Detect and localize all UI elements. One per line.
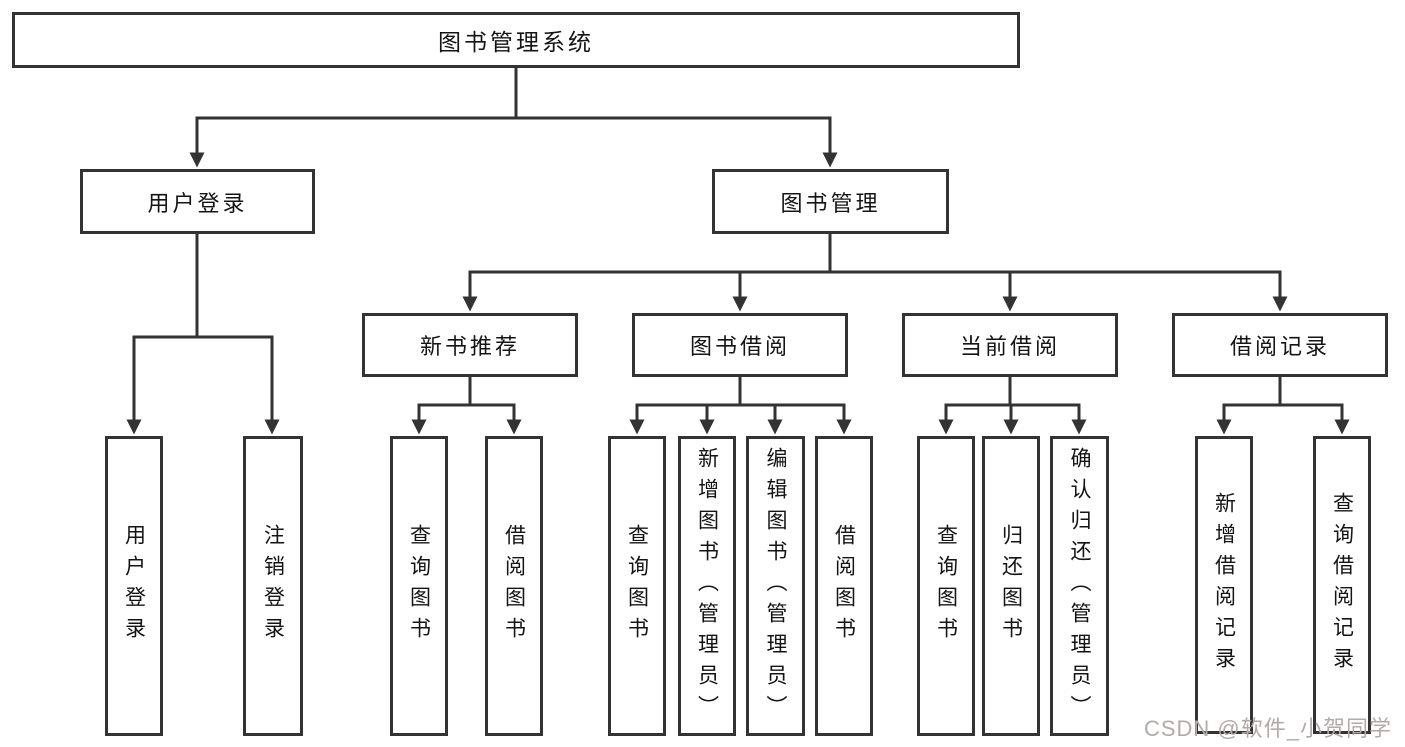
leaf-query-books-3-label: 查询图书 (934, 524, 958, 648)
node-current-borrow: 当前借阅 (902, 313, 1118, 377)
node-new-books: 新书推荐 (362, 313, 578, 377)
connector-borrow-records (1222, 375, 1344, 407)
leaf-logout: 注销登录 (243, 436, 303, 736)
leaf-query-books-1: 查询图书 (390, 436, 448, 736)
leaf-add-books-admin: 新增图书（管理员） (678, 436, 736, 736)
node-borrow-records-label: 借阅记录 (1229, 334, 1330, 359)
leaf-edit-books-admin-label: 编辑图书（管理员） (764, 446, 787, 726)
leaf-query-books-3: 查询图书 (917, 436, 975, 736)
leaf-return-books-label: 归还图书 (999, 524, 1023, 648)
leaf-query-borrow-record-label: 查询借阅记录 (1330, 492, 1354, 678)
connector-current-borrow (944, 375, 1081, 407)
leaf-add-books-admin-label: 新增图书（管理员） (695, 446, 719, 726)
node-root: 图书管理系统 (12, 12, 1020, 68)
node-current-borrow-label: 当前借阅 (959, 334, 1060, 359)
node-book-borrow: 图书借阅 (632, 313, 848, 377)
connector-user-login (132, 232, 274, 339)
node-book-management: 图书管理 (712, 169, 949, 234)
leaf-user-login-label: 用户登录 (122, 524, 146, 648)
leaf-add-borrow-record: 新增借阅记录 (1195, 436, 1253, 734)
node-user-login: 用户登录 (80, 169, 315, 234)
leaf-edit-books-admin: 编辑图书（管理员） (746, 436, 805, 736)
leaf-query-books-2: 查询图书 (608, 436, 666, 736)
node-root-label: 图书管理系统 (438, 29, 594, 55)
node-book-management-label: 图书管理 (780, 190, 881, 216)
leaf-query-books-1-label: 查询图书 (407, 524, 431, 648)
leaf-user-login: 用户登录 (105, 436, 163, 736)
csdn-watermark: CSDN @软件_小贺同学 (1143, 716, 1392, 741)
leaf-borrow-books-1: 借阅图书 (485, 436, 543, 736)
connector-new-books (417, 375, 516, 407)
node-borrow-records: 借阅记录 (1172, 313, 1388, 377)
connector-book-borrow (635, 375, 846, 407)
node-user-login-label: 用户登录 (147, 190, 248, 216)
leaf-borrow-books-2: 借阅图书 (815, 436, 873, 736)
leaf-query-borrow-record: 查询借阅记录 (1313, 436, 1371, 734)
connector-root (195, 66, 832, 120)
node-book-borrow-label: 图书借阅 (689, 334, 790, 359)
connector-book-management (468, 232, 1282, 274)
leaf-confirm-return-admin-label: 确认归还（管理员） (1068, 446, 1091, 726)
leaf-add-borrow-record-label: 新增借阅记录 (1212, 492, 1236, 678)
leaf-return-books: 归还图书 (982, 436, 1040, 736)
leaf-query-books-2-label: 查询图书 (625, 524, 649, 648)
leaf-confirm-return-admin: 确认归还（管理员） (1050, 436, 1109, 736)
leaf-logout-label: 注销登录 (261, 524, 285, 648)
node-new-books-label: 新书推荐 (419, 334, 520, 359)
leaf-borrow-books-2-label: 借阅图书 (832, 524, 856, 648)
leaf-borrow-books-1-label: 借阅图书 (502, 524, 526, 648)
